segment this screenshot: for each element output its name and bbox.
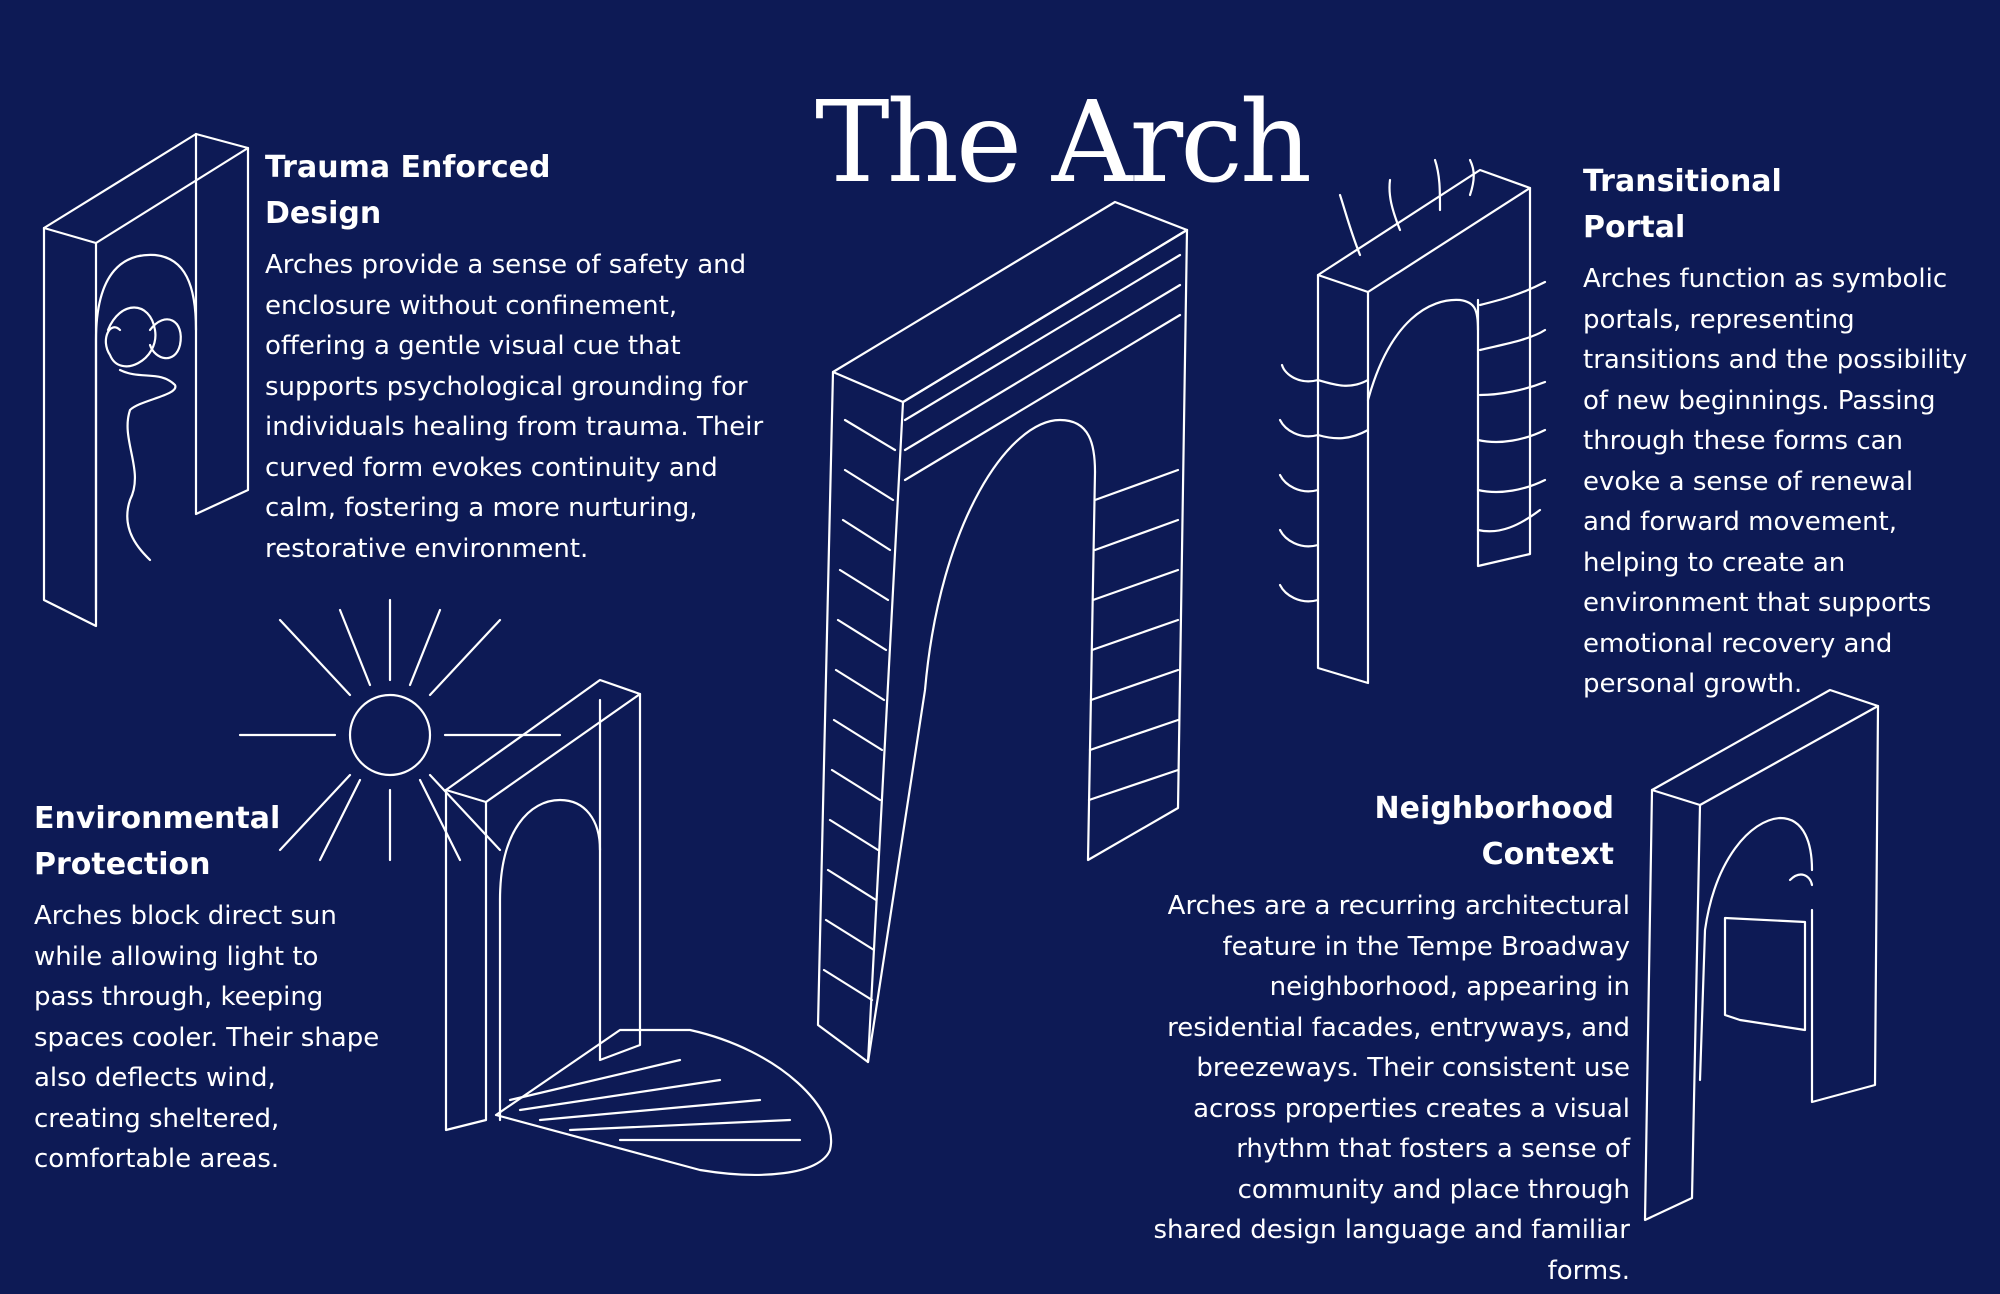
environmental-heading-line1: Environmental: [34, 801, 281, 836]
arch-portal-icon: [1278, 158, 1547, 685]
section-environmental: Environmental Protection Arches block di…: [34, 796, 384, 1180]
section-neighborhood: Neighborhood Context Arches are a recurr…: [1150, 786, 1630, 1291]
trauma-heading-line2: Design: [265, 196, 382, 231]
transitional-heading-line2: Portal: [1583, 210, 1686, 245]
environmental-body: Arches block direct sun while allowing l…: [34, 901, 380, 1174]
arch-brick-icon: [816, 200, 1189, 1064]
environmental-heading-line2: Protection: [34, 847, 211, 882]
transitional-heading-line1: Transitional: [1583, 164, 1782, 199]
arch-trauma-icon: [42, 132, 250, 628]
page-title: The Arch: [815, 78, 1312, 208]
neighborhood-body: Arches are a recurring architectural fea…: [1153, 891, 1630, 1286]
neighborhood-heading-line2: Context: [1481, 837, 1614, 872]
trauma-body: Arches provide a sense of safety and enc…: [265, 250, 764, 564]
section-transitional: Transitional Portal Arches function as s…: [1583, 159, 1968, 705]
transitional-body: Arches function as symbolic portals, rep…: [1583, 264, 1968, 699]
neighborhood-heading-line1: Neighborhood: [1374, 791, 1614, 826]
trauma-heading: Trauma Enforced Design: [265, 145, 785, 237]
environmental-heading: Environmental Protection: [34, 796, 384, 888]
arch-sun-icon: [238, 598, 833, 1176]
trauma-heading-line1: Trauma Enforced: [265, 150, 551, 185]
arch-neighborhood-icon: [1643, 688, 1880, 1222]
transitional-heading: Transitional Portal: [1583, 159, 1968, 251]
section-trauma: Trauma Enforced Design Arches provide a …: [265, 145, 785, 569]
neighborhood-heading: Neighborhood Context: [1150, 786, 1614, 878]
